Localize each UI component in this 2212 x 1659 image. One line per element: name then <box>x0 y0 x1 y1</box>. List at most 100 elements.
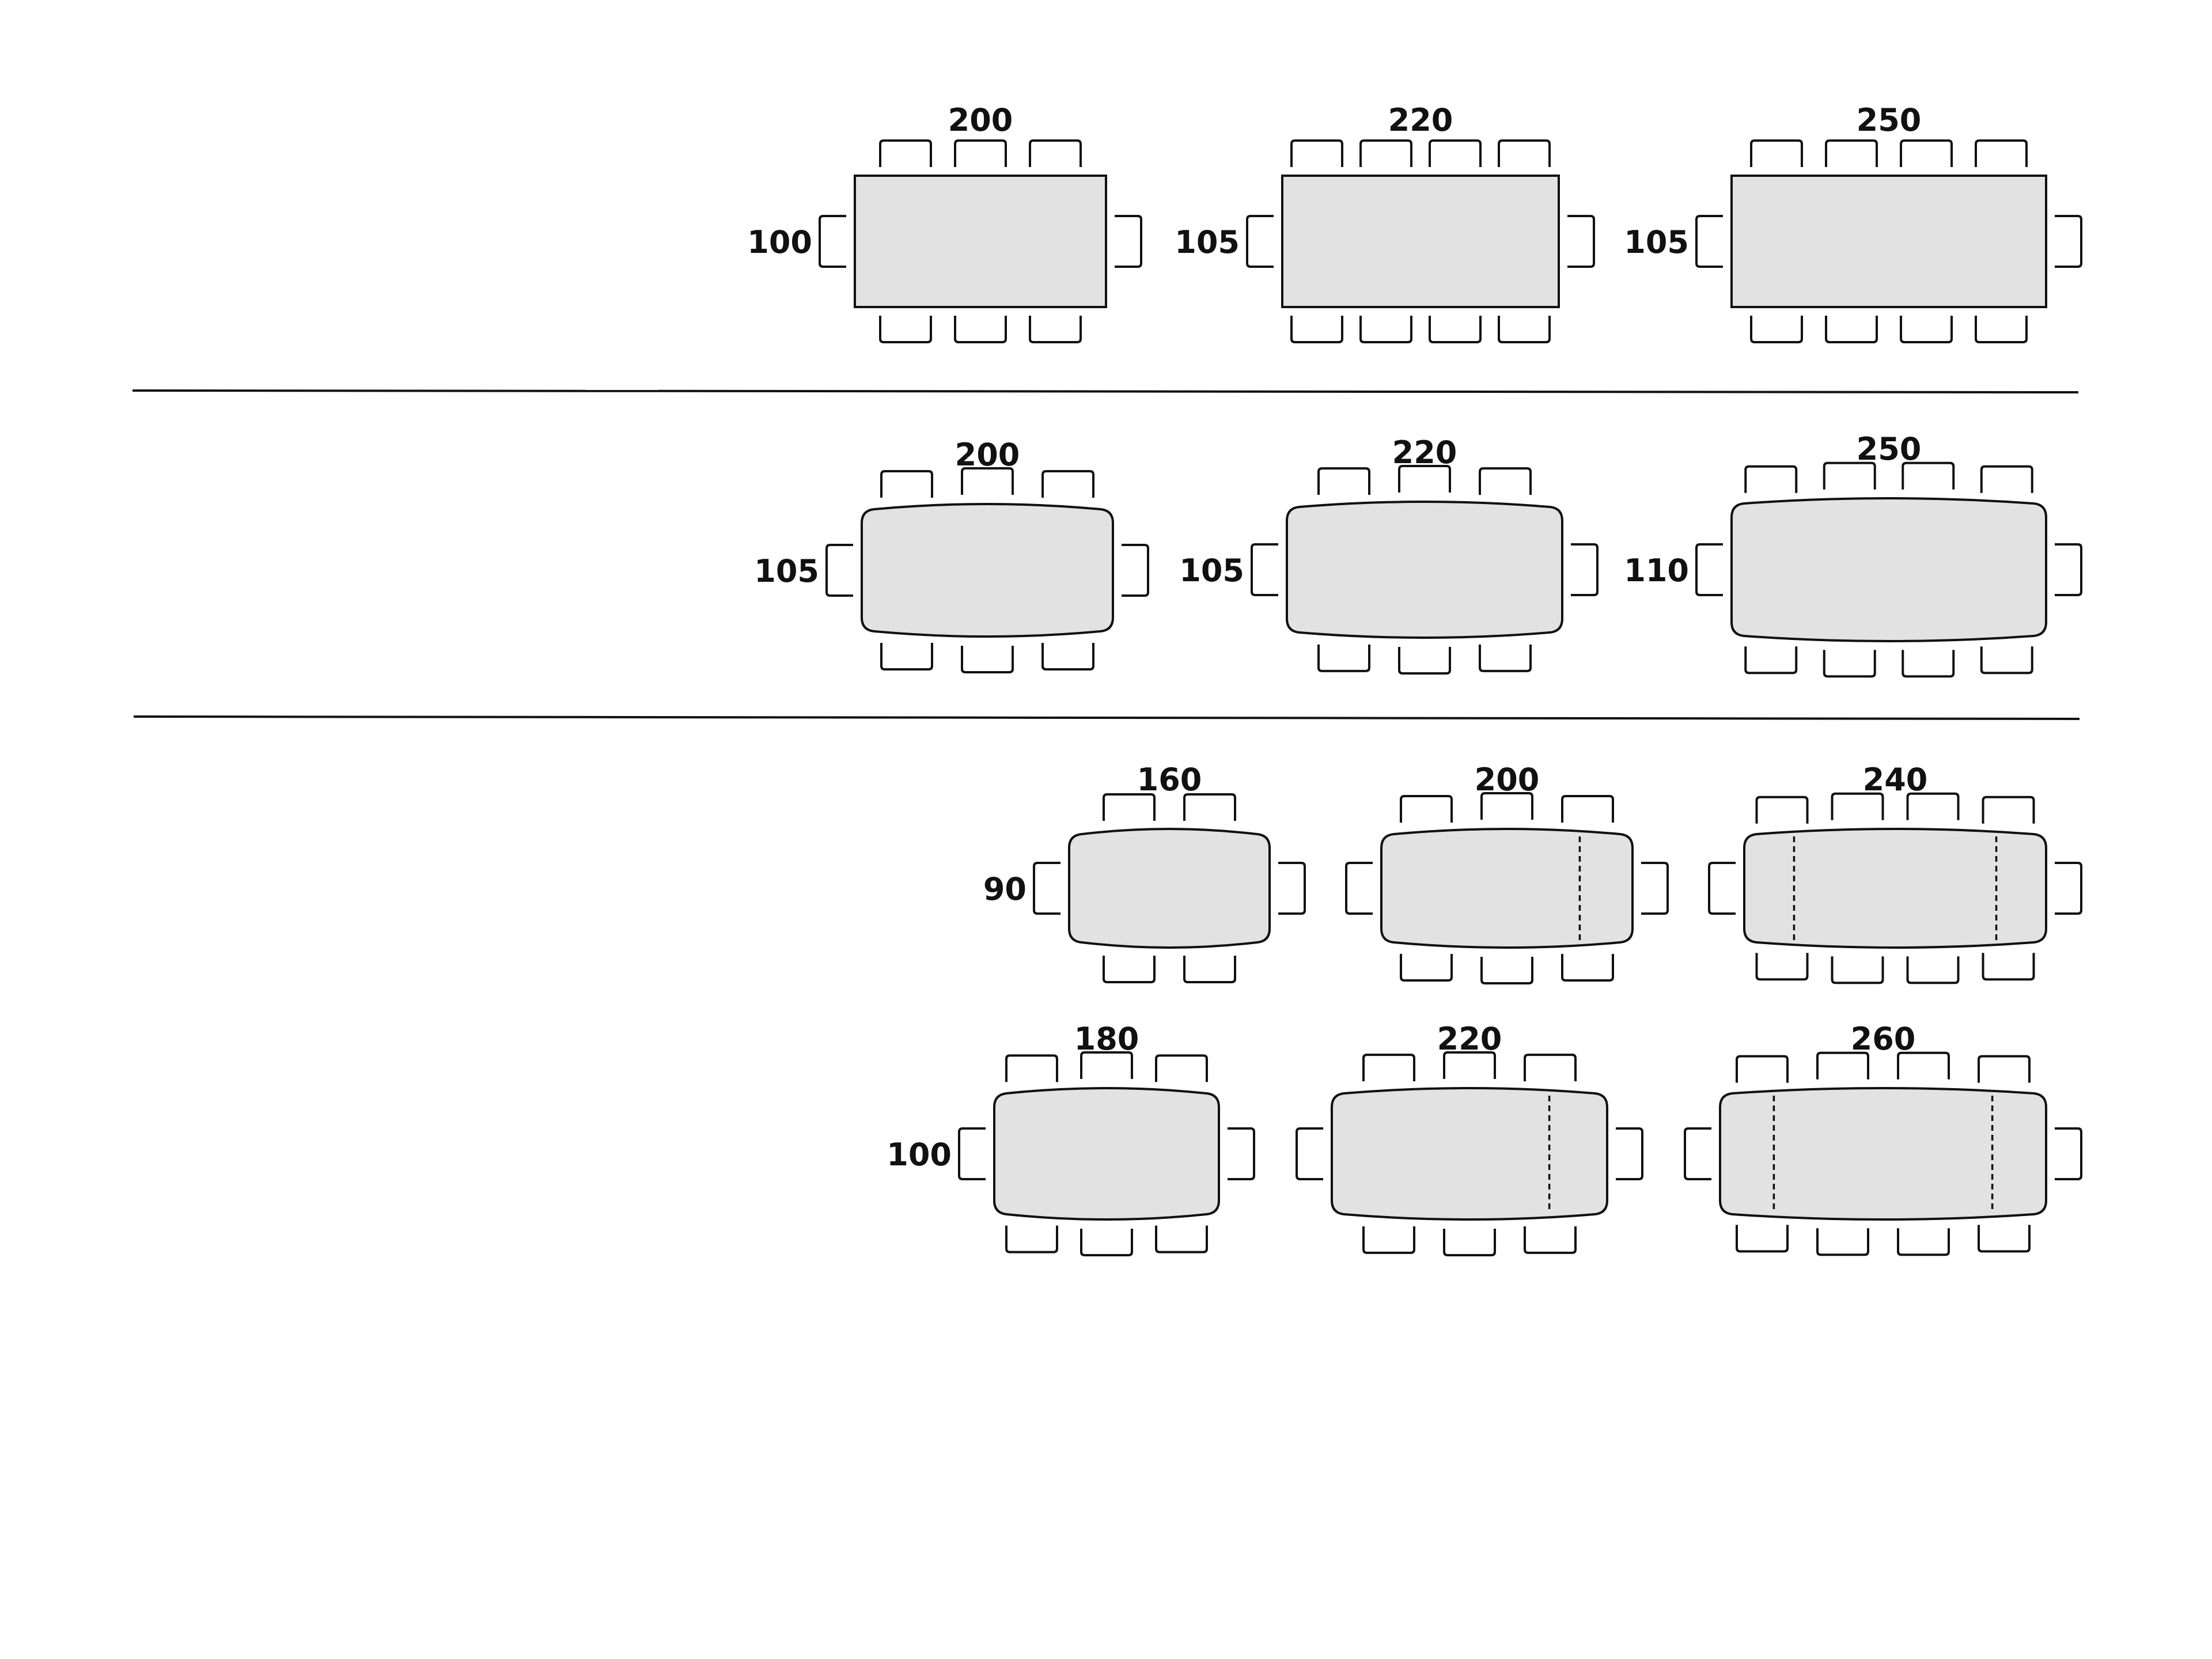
chair-icon <box>1443 1051 1496 1079</box>
table-diagram: 220 105 <box>1175 102 1595 343</box>
chair-icon <box>961 646 1014 673</box>
chair-icon <box>1480 792 1533 820</box>
chair-icon <box>1296 1127 1323 1180</box>
chair-icon <box>1246 215 1274 268</box>
chair-icon <box>1902 461 1955 490</box>
chair-icon <box>1736 1225 1789 1253</box>
chair-icon <box>1744 465 1798 493</box>
chair-icon <box>1641 862 1669 915</box>
chair-icon <box>1524 1054 1577 1082</box>
table-top <box>854 175 1107 308</box>
chair-icon <box>1029 139 1082 167</box>
chair-icon <box>1561 794 1614 823</box>
chair-icon <box>1041 643 1094 671</box>
table-width-label: 100 <box>747 224 812 260</box>
chair-icon <box>1975 139 2028 167</box>
chair-icon <box>1498 139 1551 167</box>
table-width-label: 110 <box>1624 552 1689 589</box>
chair-icon <box>1290 316 1343 343</box>
chair-icon <box>2055 543 2082 596</box>
chair-icon <box>1524 1226 1577 1254</box>
chair-icon <box>1816 1228 1869 1256</box>
chair-icon <box>1982 796 2035 824</box>
chair-icon <box>1317 644 1370 672</box>
chair-icon <box>1980 465 2033 493</box>
chair-icon <box>1251 543 1278 596</box>
chair-icon <box>1122 544 1149 597</box>
chair-icon <box>1561 954 1614 982</box>
chair-icon <box>1317 467 1370 495</box>
table-top <box>1331 1087 1608 1221</box>
chair-icon <box>1103 793 1156 821</box>
chair-icon <box>880 643 933 671</box>
chair-icon <box>1823 461 1876 490</box>
table-top <box>861 503 1114 638</box>
chair-icon <box>1825 139 1878 167</box>
table-length-label: 220 <box>1437 1021 1502 1057</box>
table-width-label: 105 <box>1175 224 1240 260</box>
table-top <box>1281 175 1560 308</box>
section-divider <box>132 389 2079 393</box>
chair-icon <box>1750 316 1803 343</box>
chair-icon <box>1755 796 1809 824</box>
chair-icon <box>1695 215 1723 268</box>
chair-icon <box>1429 139 1482 167</box>
chair-icon <box>1736 1055 1789 1083</box>
chair-icon <box>1183 956 1236 984</box>
chair-icon <box>1398 465 1451 493</box>
chair-icon <box>1033 862 1060 915</box>
table-length-label: 240 <box>1863 762 1928 798</box>
chair-icon <box>958 1127 986 1180</box>
chair-icon <box>1900 316 1953 343</box>
chair-icon <box>1897 1228 1950 1256</box>
chair-icon <box>1695 543 1723 596</box>
chair-icon <box>1750 139 1803 167</box>
chair-icon <box>880 469 933 498</box>
table-top <box>1730 497 2047 642</box>
table-top <box>1743 828 2047 949</box>
chair-icon <box>1155 1225 1208 1253</box>
table-top <box>1068 828 1271 949</box>
chair-icon <box>1398 647 1451 675</box>
table-top <box>1286 501 1563 639</box>
table-diagram: 240 <box>1708 762 2082 984</box>
chair-icon <box>1443 1229 1496 1256</box>
chair-icon <box>1290 139 1343 167</box>
chair-icon <box>1400 954 1453 982</box>
table-width-label: 100 <box>887 1137 952 1173</box>
table-length-label: 200 <box>948 102 1013 138</box>
chair-icon <box>1479 644 1532 672</box>
table-length-label: 220 <box>1388 102 1453 138</box>
chair-icon <box>1831 956 1884 984</box>
chair-icon <box>1744 646 1798 675</box>
table-length-label: 200 <box>1475 762 1540 798</box>
table-length-label: 250 <box>1857 102 1922 138</box>
chair-icon <box>1823 650 1876 678</box>
chair-icon <box>1080 1051 1133 1079</box>
chair-icon <box>879 316 932 343</box>
tables-group: 2001002201052501052001052201052501101609… <box>747 102 2082 1256</box>
chair-icon <box>1155 1054 1208 1082</box>
chair-icon <box>1616 1127 1643 1180</box>
table-diagram: 220 <box>1296 1021 1643 1256</box>
chair-icon <box>825 544 853 597</box>
chair-icon <box>1978 1225 2031 1253</box>
table-width-label: 90 <box>983 871 1027 907</box>
chair-icon <box>2055 1127 2082 1180</box>
chair-icon <box>2055 862 2082 915</box>
chair-icon <box>1005 1054 1058 1082</box>
chair-icon <box>954 316 1007 343</box>
table-length-label: 220 <box>1392 434 1457 471</box>
chair-icon <box>1345 862 1373 915</box>
chair-icon <box>1041 469 1094 498</box>
table-top <box>1380 828 1634 949</box>
chair-icon <box>1103 956 1156 984</box>
table-width-label: 105 <box>1624 224 1689 260</box>
chair-icon <box>1831 792 1884 820</box>
chair-icon <box>1906 956 1960 984</box>
chair-icon <box>1498 316 1551 343</box>
